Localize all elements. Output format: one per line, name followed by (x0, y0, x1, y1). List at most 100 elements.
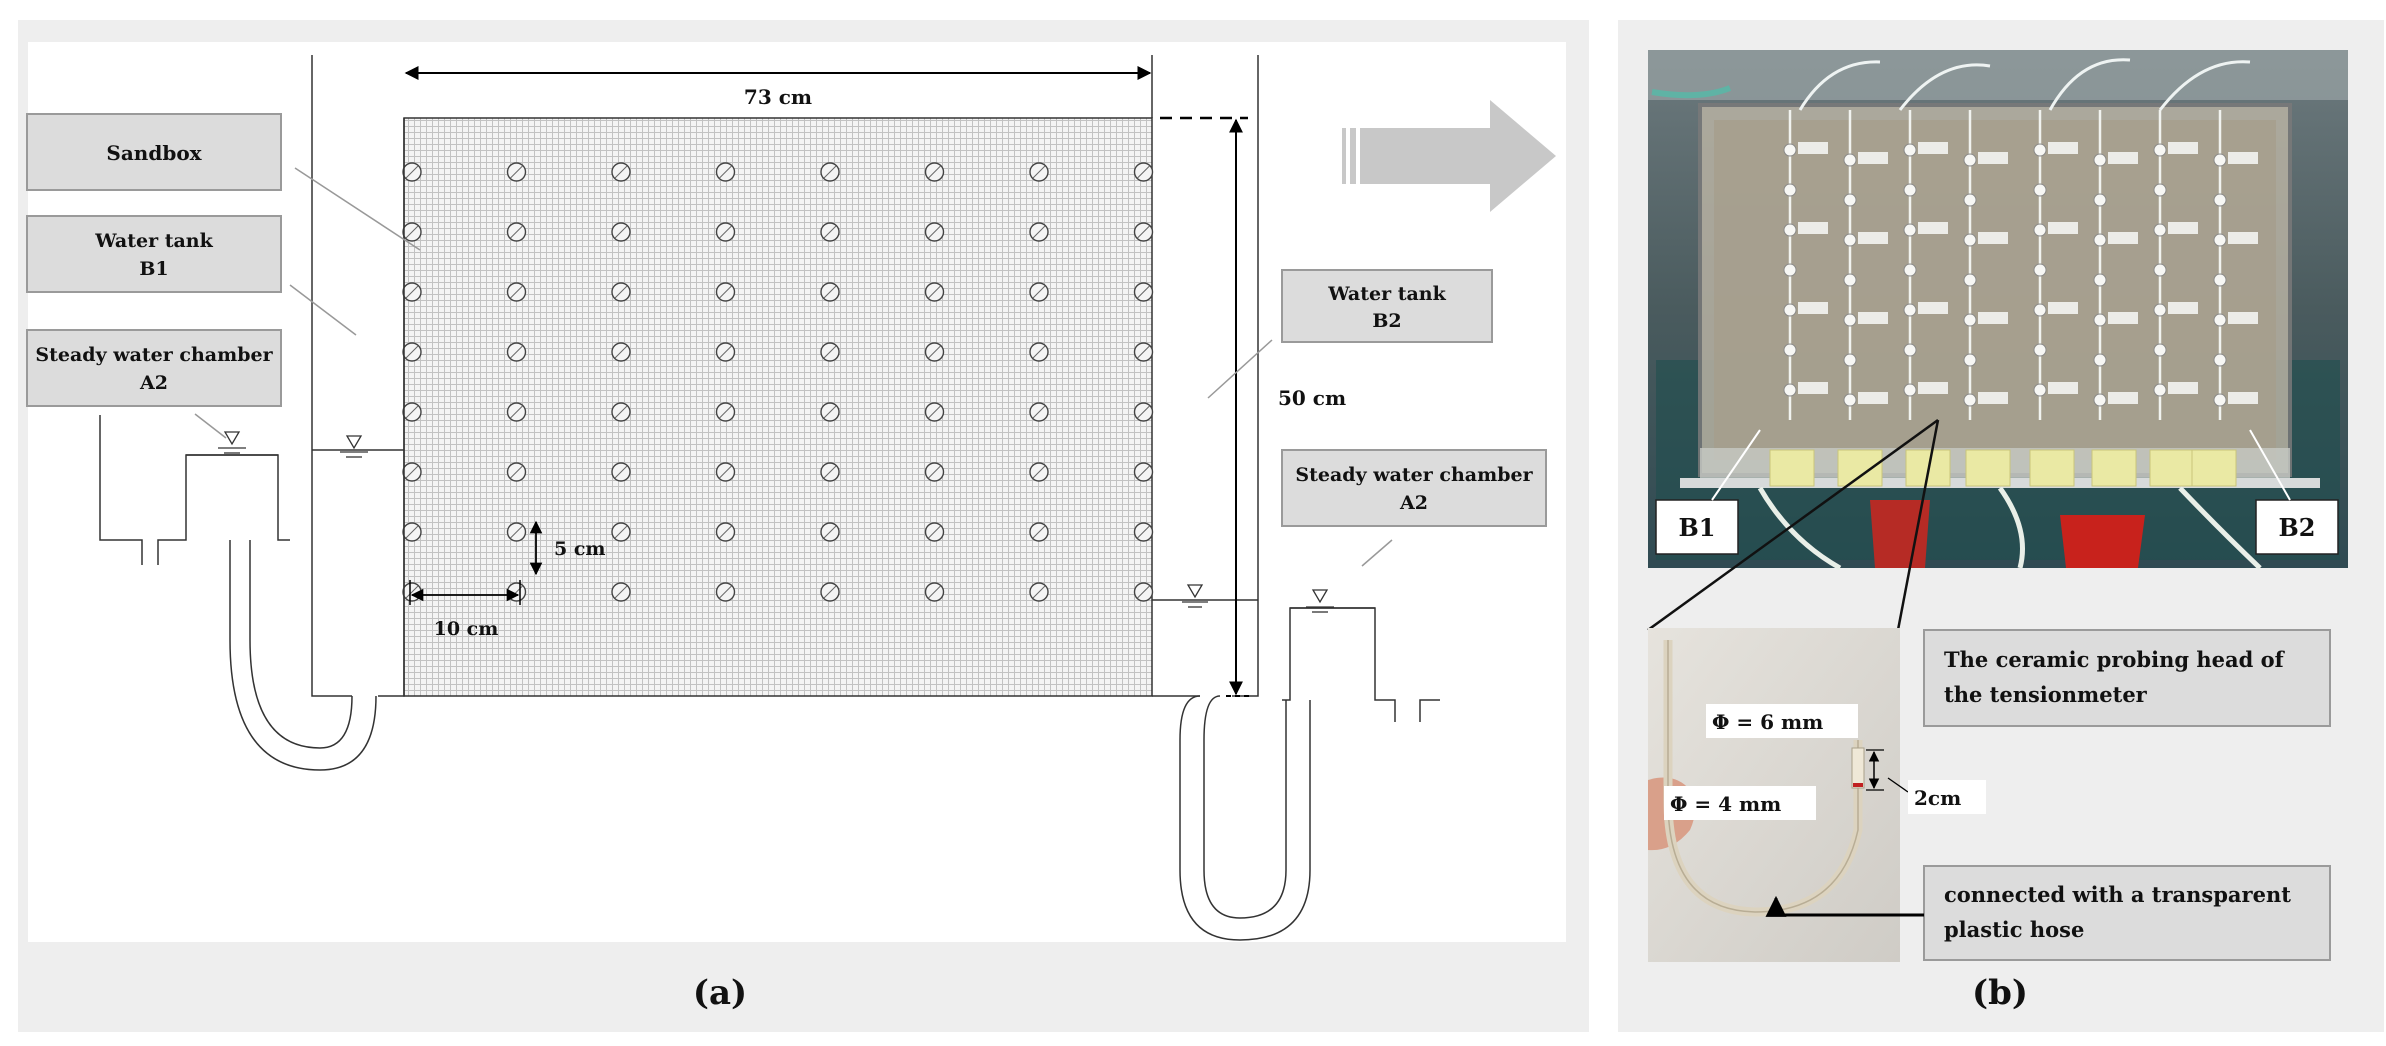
label-diameter-inner: Φ = 4 mm (1664, 786, 1816, 820)
label-probe-title-line2: the tensionmeter (1944, 682, 2148, 707)
probe-hatch (1137, 285, 1150, 299)
tensiometer-head (2033, 343, 2047, 357)
hose-pointer-arrow (1765, 895, 1924, 917)
probe-hatch (928, 585, 941, 599)
probe-hatch (719, 585, 732, 599)
tape-label (2048, 222, 2078, 234)
tensiometer-head (2153, 303, 2167, 317)
tape-label (2168, 222, 2198, 234)
tensiometer-head (2093, 153, 2107, 167)
probe-hatch (614, 405, 628, 419)
label-hose-line1: connected with a transparent (1944, 882, 2291, 907)
tape-label (1798, 382, 1828, 394)
tensiometer-head (1963, 393, 1977, 407)
probe-hatch (405, 165, 419, 179)
tensiometer-head (1963, 353, 1977, 367)
tape-label (1918, 302, 1948, 314)
tensiometer-head (1843, 153, 1857, 167)
label-probe-title: The ceramic probing head of the tensionm… (1923, 629, 2331, 727)
probe-hatch (614, 525, 628, 539)
tape-label (2228, 312, 2258, 324)
leader-line (1887, 777, 1909, 793)
tensiometer-head (2033, 263, 2047, 277)
probe-hatch (928, 405, 941, 419)
tensiometer-head (1963, 273, 1977, 287)
probe-hatch (1032, 165, 1046, 179)
probe-hatch (614, 465, 628, 479)
tensiometer-head (1903, 343, 1917, 357)
tensiometer-head (1903, 263, 1917, 277)
tape-label (1858, 392, 1888, 404)
tensiometer-head (1783, 303, 1797, 317)
horizontal-spacing-label: 10 cm (434, 618, 499, 640)
sticky-note (2149, 449, 2195, 487)
tensiometer-head (1963, 313, 1977, 327)
probe-hatch (1032, 345, 1046, 359)
probe-hatch (1032, 405, 1046, 419)
label-sandbox: Sandbox (26, 113, 282, 191)
probe-hatch (510, 405, 523, 419)
tensiometer-head (2033, 303, 2047, 317)
label-probe-length-text: 2cm (1914, 786, 1961, 810)
probe-hatch (510, 525, 523, 539)
probe-hatch (719, 285, 732, 299)
probe-hatch (614, 165, 628, 179)
probe-hatch (405, 465, 419, 479)
tensiometer-head (2153, 383, 2167, 397)
probe-hatch (1032, 525, 1046, 539)
tape-label (1798, 302, 1828, 314)
tape-label (2228, 232, 2258, 244)
tape-label (1858, 232, 1888, 244)
probe-hatch (823, 525, 837, 539)
photo-label-b1-text: B1 (1679, 513, 1716, 542)
photo-label-b2-text: B2 (2279, 513, 2316, 542)
label-steady-chamber-right-line2: A2 (1399, 492, 1428, 514)
tape-label (1858, 152, 1888, 164)
leader-line (1207, 339, 1273, 399)
tensiometer-head (2093, 313, 2107, 327)
tensiometer-head (2213, 153, 2227, 167)
probe-hatch (719, 165, 732, 179)
leader-line (289, 284, 357, 336)
caption-a: (a) (693, 973, 747, 1013)
tape-label (1858, 312, 1888, 324)
water-tank-b1 (311, 55, 405, 697)
tensiometer-head (1783, 143, 1797, 157)
tensiometer-head (1963, 233, 1977, 247)
tape-label (1978, 392, 2008, 404)
leader-line (1711, 429, 1761, 501)
label-steady-chamber-left-line2: A2 (139, 372, 168, 394)
leader-line (2249, 429, 2291, 501)
sticky-note (1837, 449, 1883, 487)
label-hose: connected with a transparent plastic hos… (1923, 865, 2331, 961)
sandbox (403, 117, 1153, 697)
tape-label (2048, 302, 2078, 314)
photo-label-b2: B2 (2255, 499, 2339, 555)
sticky-note (1965, 449, 2011, 487)
tape-label (1918, 382, 1948, 394)
probe-grid (402, 162, 1154, 602)
probe-hatch (823, 165, 837, 179)
probe-hatch (614, 345, 628, 359)
probe-hatch (405, 345, 419, 359)
tensiometer-head (1963, 193, 1977, 207)
tape-label (1798, 222, 1828, 234)
tensiometer-head (2153, 343, 2167, 357)
tensiometer-head (2033, 183, 2047, 197)
probe-hatch (928, 345, 941, 359)
label-water-tank-b2-line2: B2 (1372, 310, 1401, 332)
leader-line (294, 167, 421, 251)
tape-label (1918, 222, 1948, 234)
label-diameter-outer-text: Φ = 6 mm (1712, 710, 1823, 734)
probe-hatch (1137, 585, 1150, 599)
tape-label (2228, 152, 2258, 164)
probe-hatch (823, 465, 837, 479)
label-diameter-inner-text: Φ = 4 mm (1670, 792, 1781, 816)
label-probe-title-line1: The ceramic probing head of (1944, 647, 2286, 672)
tensiometer-head (1843, 393, 1857, 407)
probe-hatch (719, 225, 732, 239)
label-probe-length: 2cm (1908, 780, 1986, 814)
probe-hatch (1137, 225, 1150, 239)
label-water-tank-b1-line2: B1 (139, 258, 168, 280)
probe-hatch (928, 465, 941, 479)
